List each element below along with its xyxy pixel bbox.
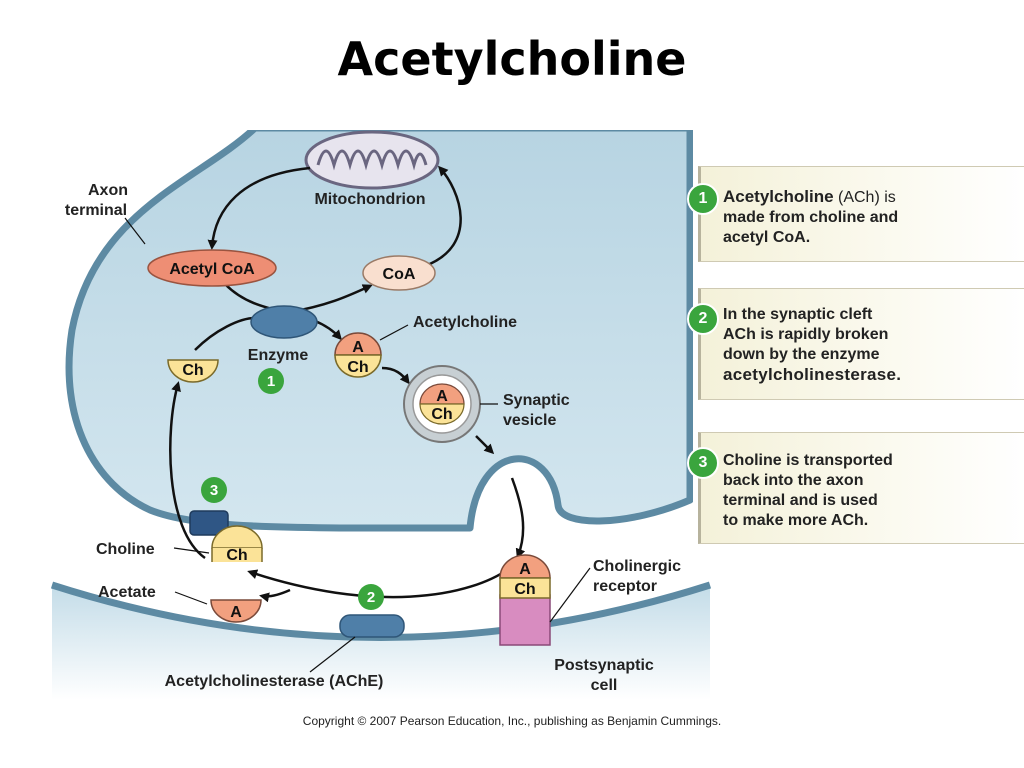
axon-terminal-leader	[124, 217, 146, 245]
enzyme-label: Enzyme	[248, 347, 309, 364]
badge-1-label: 1	[267, 373, 275, 390]
acetate-a-label: A	[230, 604, 242, 621]
vesicle-ch-label: Ch	[431, 406, 452, 423]
step-3-line-1: Choline is transported	[723, 452, 893, 469]
step-2-line-1: In the synaptic cleft	[723, 306, 873, 323]
arrow-ach-to-vesicle	[381, 366, 410, 385]
coa-molecule	[362, 255, 436, 291]
choline-leader	[173, 547, 210, 554]
acetate-leader	[174, 591, 208, 605]
receptor-leader	[549, 567, 591, 623]
receptor-ch-label: Ch	[514, 581, 535, 598]
step-3-number: 3	[687, 447, 719, 479]
receptor-a-label: A	[519, 561, 531, 578]
step-2-line-2: ACh is rapidly broken	[723, 326, 889, 343]
step-3-line-3: terminal and is used	[723, 492, 878, 509]
arrow-vesicle-to-membrane	[475, 435, 495, 455]
ache-leader	[309, 636, 356, 673]
acetylcholine-leader	[379, 324, 409, 341]
cholinergic-receptor-label-2: receptor	[593, 578, 657, 595]
enzyme-shape	[250, 305, 318, 339]
coa-label: CoA	[383, 266, 416, 283]
choline-cleft-label: Ch	[226, 547, 247, 564]
step-1-lead: Acetylcholine	[723, 187, 834, 206]
arrow-to-acetate	[259, 588, 291, 603]
step-1-line-3: acetyl CoA.	[723, 229, 811, 246]
ache-label: Acetylcholinesterase (AChE)	[165, 673, 384, 690]
mitochondrion-icon	[304, 130, 440, 190]
arrow-mito-to-acetylcoa	[207, 166, 311, 250]
acetylcholine-molecule-receptor: A Ch	[499, 554, 551, 599]
slide-title: Acetylcholine	[337, 32, 687, 86]
ache-enzyme	[339, 614, 405, 638]
cholinergic-receptor	[499, 594, 551, 646]
step-1-text: Acetylcholine (ACh) is made from choline…	[723, 187, 1019, 248]
badge-3-label: 3	[210, 482, 218, 499]
acetyl-coa-molecule	[147, 249, 277, 287]
mitochondrion-label: Mitochondrion	[314, 191, 425, 208]
choline-label: Choline	[96, 541, 155, 558]
choline-molecule-cleft: Ch	[211, 525, 263, 564]
arrow-ach-breakdown	[247, 564, 515, 599]
synaptic-vesicle-label-1: Synaptic	[503, 392, 570, 409]
acetylcholine-molecule: A Ch	[334, 332, 382, 378]
postsynaptic-membrane	[52, 585, 710, 700]
step-box-1: 1 Acetylcholine (ACh) is made from choli…	[687, 166, 1024, 262]
copyright-notice: Copyright © 2007 Pearson Education, Inc.…	[302, 714, 722, 728]
axon-terminal-label-1: Axon	[88, 182, 128, 199]
step-3-text: Choline is transported back into the axo…	[723, 451, 1019, 531]
badge-2	[358, 584, 384, 610]
acetate-label: Acetate	[98, 584, 156, 601]
step-box-3: 3 Choline is transported back into the a…	[687, 432, 1024, 544]
badge-2-label: 2	[367, 589, 375, 606]
arrow-choline-reuptake	[169, 381, 206, 560]
top-mask	[240, 118, 700, 130]
arrow-ch-to-enzyme	[194, 316, 256, 351]
step-1-line-2: made from choline and	[723, 209, 899, 226]
acetylcholine-label: Acetylcholine	[413, 314, 517, 331]
axon-terminal	[65, 124, 694, 532]
step-2-number: 2	[687, 303, 719, 335]
synaptic-vesicle-label-2: vesicle	[503, 412, 556, 429]
cholinergic-receptor-label-1: Cholinergic	[593, 558, 681, 575]
step-1-number: 1	[687, 183, 719, 215]
axon-terminal-label-2: terminal	[65, 202, 127, 219]
arrow-coa-to-mito	[424, 165, 462, 268]
ach-ch-label: Ch	[347, 359, 368, 376]
step-3-line-2: back into the axon	[723, 472, 864, 489]
synaptic-vesicle: A Ch	[403, 365, 481, 443]
acetyl-coa-label: Acetyl CoA	[169, 261, 255, 278]
acetate-molecule: A	[210, 599, 262, 623]
step-2-line-3: down by the enzyme	[723, 346, 880, 363]
step-1-line-1: (ACh) is	[833, 189, 896, 206]
choline-terminal-label: Ch	[182, 362, 203, 379]
step-box-2: 2 In the synaptic cleft ACh is rapidly b…	[687, 288, 1024, 400]
postsynaptic-cell-label-2: cell	[591, 677, 618, 694]
ach-a-label: A	[352, 339, 364, 356]
postsynaptic-cell-label-1: Postsynaptic	[554, 657, 654, 674]
vesicle-a-label: A	[436, 388, 448, 405]
step-3-line-4: to make more ACh.	[723, 512, 869, 529]
step-2-text: In the synaptic cleft ACh is rapidly bro…	[723, 305, 1019, 386]
step-2-emphasis: acetylcholinesterase.	[723, 365, 902, 384]
choline-molecule-terminal: Ch	[167, 359, 219, 383]
badge-3	[201, 477, 227, 503]
badge-1	[258, 368, 284, 394]
choline-transporter	[189, 510, 229, 536]
arrow-release-to-receptor	[510, 477, 526, 559]
